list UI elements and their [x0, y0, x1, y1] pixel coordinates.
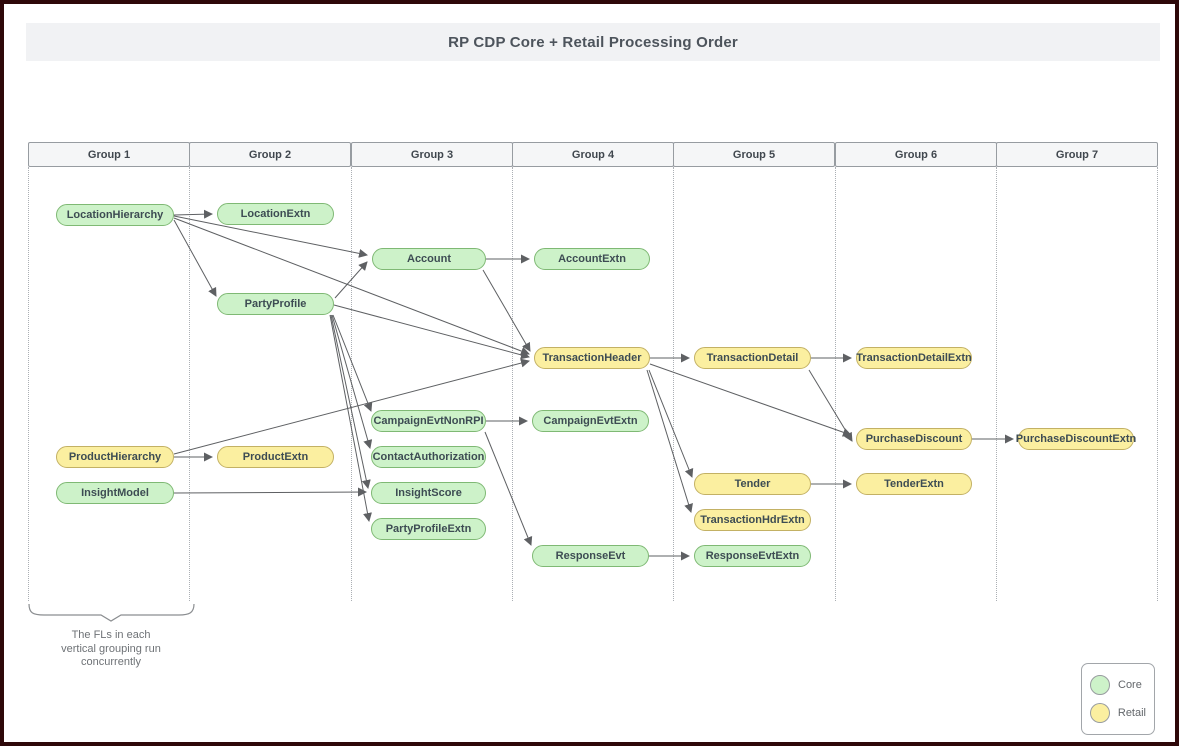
node-label: TransactionHeader [542, 352, 642, 364]
node-label: TenderExtn [884, 478, 944, 490]
node-label: CampaignEvtExtn [543, 415, 638, 427]
column-separator [835, 167, 836, 601]
node-label: LocationHierarchy [66, 209, 164, 221]
node-label: ProductHierarchy [68, 451, 162, 463]
node-ProductExtn[interactable]: ProductExtn [217, 446, 334, 468]
column-separator [189, 167, 190, 601]
node-label: ProductExtn [242, 451, 309, 463]
node-PartyProfile[interactable]: PartyProfile [217, 293, 334, 315]
group-header-label: Group 1 [87, 148, 131, 161]
node-AccountExtn[interactable]: AccountExtn [534, 248, 650, 270]
node-label: TransactionDetailExtn [856, 352, 972, 364]
edge-TransactionHeader-to-TransactionHdrExtn [646, 369, 693, 513]
node-label: ResponseEvt [555, 550, 626, 562]
node-label: AccountExtn [558, 253, 626, 265]
edge-PartyProfile-to-TransactionHeader [333, 304, 530, 360]
node-label: LocationExtn [240, 208, 311, 220]
node-InsightScore[interactable]: InsightScore [371, 482, 486, 504]
note-line: concurrently [81, 656, 141, 668]
node-TransactionDetail[interactable]: TransactionDetail [694, 347, 811, 369]
node-PurchaseDiscountExtn[interactable]: PurchaseDiscountExtn [1015, 428, 1137, 450]
node-label: CampaignEvtNonRPI [373, 415, 484, 427]
concurrency-note[interactable]: The FLs in each vertical grouping run co… [31, 629, 191, 670]
note-line: The FLs in each [71, 629, 151, 641]
legend-item-retail: Retail [1090, 702, 1146, 723]
legend[interactable]: Core Retail [1081, 663, 1155, 735]
node-label: ResponseEvtExtn [705, 550, 800, 562]
node-label: Tender [734, 478, 771, 490]
node-label: InsightModel [81, 487, 149, 499]
page-title: RP CDP Core + Retail Processing Order [448, 33, 738, 51]
node-CampaignEvtExtn[interactable]: CampaignEvtExtn [532, 410, 649, 432]
node-label: TransactionDetail [706, 352, 799, 364]
legend-label: Retail [1117, 706, 1146, 719]
column-separator [996, 167, 997, 601]
edge-CampaignEvtNonRPI-to-ResponseEvt [484, 431, 533, 546]
group-header-label: Group 5 [732, 148, 776, 161]
edge-PartyProfile-to-InsightScore [330, 314, 371, 489]
legend-label: Core [1118, 679, 1142, 692]
node-TransactionDetailExtn[interactable]: TransactionDetailExtn [856, 347, 972, 369]
edge-LocationHierarchy-to-LocationExtn [173, 209, 213, 219]
edge-InsightModel-to-InsightScore [173, 487, 367, 497]
curly-brace[interactable] [28, 603, 195, 622]
node-label: PurchaseDiscount [865, 433, 963, 445]
column-separator [1157, 167, 1158, 601]
edge-PartyProfile-to-PartyProfileExtn [329, 314, 372, 522]
group-header-label: Group 4 [571, 148, 615, 161]
diagram-title-bar[interactable]: RP CDP Core + Retail Processing Order [26, 23, 1160, 61]
node-ResponseEvt[interactable]: ResponseEvt [532, 545, 649, 567]
edge-Account-to-TransactionHeader [482, 269, 531, 352]
core-swatch-icon [1090, 675, 1110, 696]
group-header-2[interactable]: Group 2 [189, 142, 351, 167]
edge-TransactionDetail-to-PurchaseDiscount [808, 369, 853, 442]
legend-item-core: Core [1090, 675, 1146, 696]
node-label: InsightScore [395, 487, 462, 499]
node-ProductHierarchy[interactable]: ProductHierarchy [56, 446, 174, 468]
node-PurchaseDiscount[interactable]: PurchaseDiscount [856, 428, 972, 450]
node-label: TransactionHdrExtn [700, 514, 805, 526]
group-header-7[interactable]: Group 7 [996, 142, 1158, 167]
column-separator [673, 167, 674, 601]
node-Tender[interactable]: Tender [694, 473, 811, 495]
node-LocationExtn[interactable]: LocationExtn [217, 203, 334, 225]
group-header-label: Group 2 [248, 148, 292, 161]
node-ContactAuthorization[interactable]: ContactAuthorization [371, 446, 486, 468]
node-Account[interactable]: Account [372, 248, 486, 270]
node-CampaignEvtNonRPI[interactable]: CampaignEvtNonRPI [371, 410, 486, 432]
edge-TransactionHeader-to-Tender [648, 369, 694, 478]
group-header-3[interactable]: Group 3 [351, 142, 513, 167]
node-label: PartyProfile [244, 298, 307, 310]
note-line: vertical grouping run [61, 642, 161, 655]
edge-TransactionHeader-to-PurchaseDiscount [649, 363, 852, 437]
node-label: PartyProfileExtn [385, 523, 472, 535]
group-header-1[interactable]: Group 1 [28, 142, 190, 167]
node-TransactionHdrExtn[interactable]: TransactionHdrExtn [694, 509, 811, 531]
retail-swatch-icon [1090, 702, 1110, 723]
column-separator [28, 167, 29, 601]
group-header-label: Group 6 [894, 148, 938, 161]
node-label: PurchaseDiscountExtn [1015, 433, 1137, 445]
group-header-6[interactable]: Group 6 [835, 142, 997, 167]
group-header-5[interactable]: Group 5 [673, 142, 835, 167]
node-LocationHierarchy[interactable]: LocationHierarchy [56, 204, 174, 226]
edge-PartyProfile-to-CampaignEvtNonRPI [332, 314, 373, 412]
column-separator [351, 167, 352, 601]
node-label: Account [407, 253, 451, 265]
node-TransactionHeader[interactable]: TransactionHeader [534, 347, 650, 369]
node-TenderExtn[interactable]: TenderExtn [856, 473, 972, 495]
node-label: ContactAuthorization [372, 451, 485, 463]
edge-LocationHierarchy-to-PartyProfile [173, 219, 217, 297]
group-header-label: Group 7 [1055, 148, 1099, 161]
group-header-4[interactable]: Group 4 [512, 142, 674, 167]
node-ResponseEvtExtn[interactable]: ResponseEvtExtn [694, 545, 811, 567]
node-InsightModel[interactable]: InsightModel [56, 482, 174, 504]
group-header-label: Group 3 [410, 148, 454, 161]
node-PartyProfileExtn[interactable]: PartyProfileExtn [371, 518, 486, 540]
column-separator [512, 167, 513, 601]
